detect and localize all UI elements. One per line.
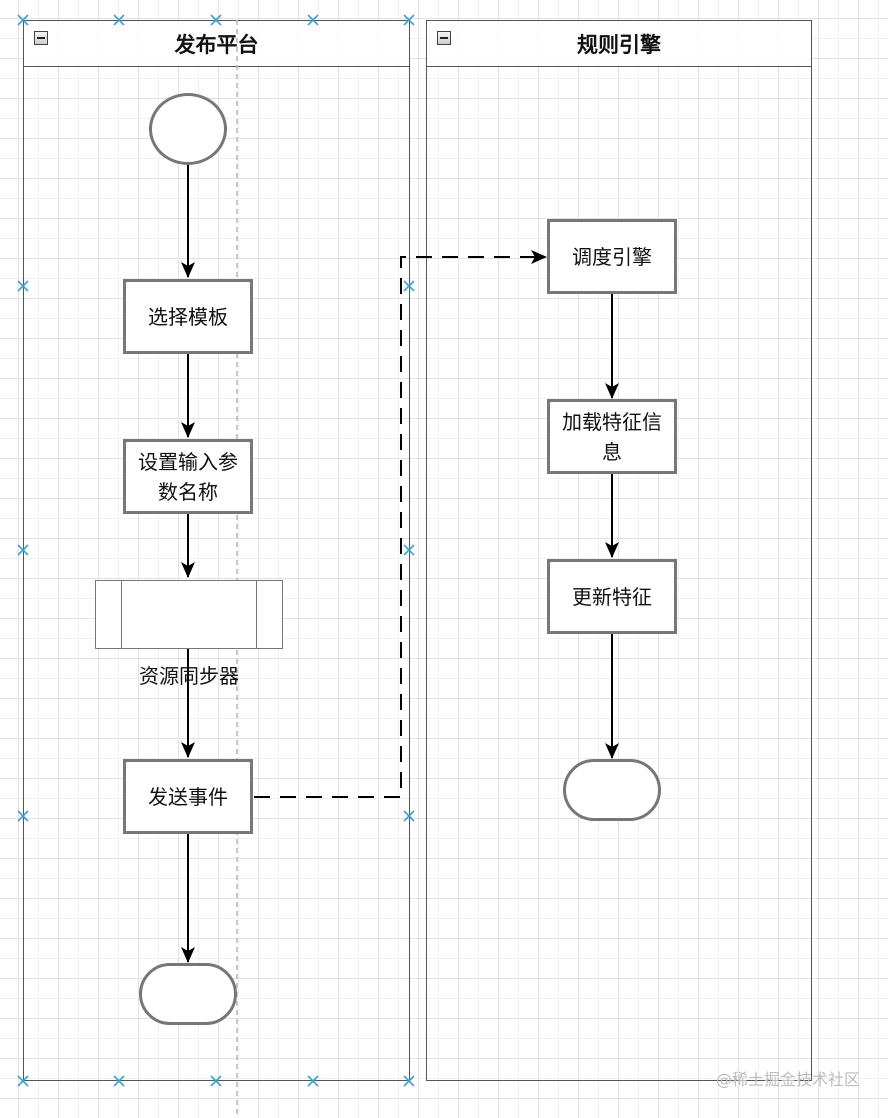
resize-handle[interactable]: [17, 810, 29, 822]
resize-handle[interactable]: [17, 280, 29, 292]
process-send-event[interactable]: 发送事件: [123, 759, 253, 834]
start-node[interactable]: [149, 93, 227, 165]
subprocess-label: 资源同步器: [139, 664, 239, 688]
resize-handle[interactable]: [403, 1075, 415, 1087]
resize-handle[interactable]: [113, 14, 125, 26]
node-label: 发送事件: [148, 784, 228, 809]
swimlane-header[interactable]: 规则引擎: [427, 21, 811, 67]
resize-handle[interactable]: [210, 14, 222, 26]
resize-handle[interactable]: [403, 544, 415, 556]
resize-handle[interactable]: [17, 544, 29, 556]
node-label: 更新特征: [572, 584, 652, 609]
swimlane-rule-engine[interactable]: 规则引擎: [426, 20, 812, 1081]
node-label: 调度引擎: [572, 244, 652, 269]
watermark: @稀土掘金技术社区: [715, 1070, 860, 1089]
node-label-line2: 数名称: [158, 479, 218, 504]
swimlane-title: 规则引擎: [577, 32, 661, 57]
node-label-line1: 加载特征信: [562, 409, 662, 434]
resize-handle[interactable]: [403, 14, 415, 26]
subprocess-right-bar: [256, 581, 257, 648]
resize-handle[interactable]: [210, 1075, 222, 1087]
end-node[interactable]: [139, 963, 237, 1025]
subprocess-resource-sync[interactable]: [95, 580, 283, 649]
process-dispatch-engine[interactable]: 调度引擎: [547, 219, 677, 294]
resize-handle[interactable]: [17, 14, 29, 26]
process-select-template[interactable]: 选择模板: [123, 279, 253, 354]
collapse-icon[interactable]: [437, 31, 451, 45]
subprocess-left-bar: [121, 581, 122, 648]
end-node[interactable]: [563, 759, 661, 821]
swimlane-header[interactable]: 发布平台: [24, 21, 409, 67]
process-load-features[interactable]: 加载特征信 息: [547, 399, 677, 474]
node-label: 选择模板: [148, 304, 228, 329]
resize-handle[interactable]: [113, 1075, 125, 1087]
node-label-line1: 设置输入参: [138, 449, 238, 474]
process-set-input-param[interactable]: 设置输入参 数名称: [123, 439, 253, 514]
resize-handle[interactable]: [307, 1075, 319, 1087]
resize-handle[interactable]: [307, 14, 319, 26]
collapse-icon[interactable]: [34, 31, 48, 45]
connector-send-to-dispatch: [254, 250, 547, 798]
resize-handle[interactable]: [403, 810, 415, 822]
node-label-line2: 息: [602, 439, 622, 464]
resize-handle[interactable]: [17, 1075, 29, 1087]
swimlane-title: 发布平台: [174, 32, 259, 57]
resize-handle[interactable]: [403, 280, 415, 292]
process-update-features[interactable]: 更新特征: [547, 559, 677, 634]
